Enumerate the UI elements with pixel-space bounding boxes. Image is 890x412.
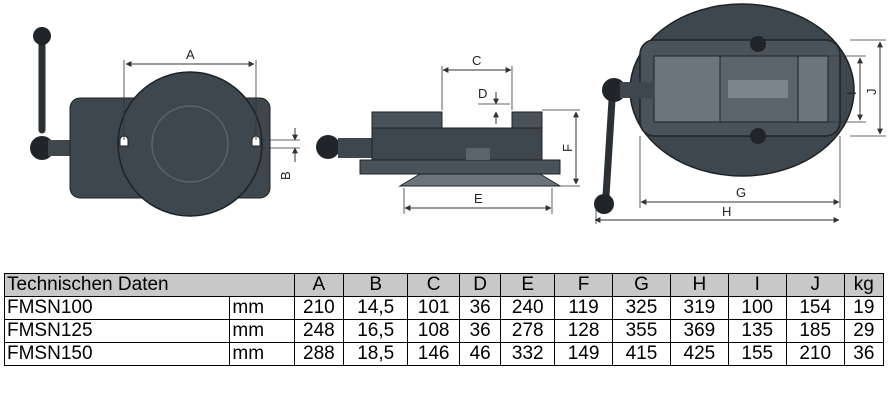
column-header: B bbox=[343, 273, 409, 297]
dimension-j: J bbox=[850, 39, 886, 137]
value-cell: 101 bbox=[407, 296, 460, 320]
value-cell: 149 bbox=[554, 342, 614, 366]
model-name: FMSN100 bbox=[3, 296, 231, 320]
model-name: FMSN150 bbox=[3, 342, 231, 366]
value-cell: 29 bbox=[843, 319, 885, 343]
value-cell: 119 bbox=[554, 296, 614, 320]
value-cell: 210 bbox=[785, 342, 845, 366]
value-cell: 135 bbox=[727, 319, 787, 343]
value-cell: 332 bbox=[500, 342, 556, 366]
dimension-f: F bbox=[542, 109, 580, 187]
model-name: FMSN125 bbox=[3, 319, 231, 343]
column-header: C bbox=[407, 273, 460, 297]
dimension-b: B bbox=[262, 128, 300, 180]
value-cell: 36 bbox=[458, 319, 502, 343]
value-cell: 128 bbox=[554, 319, 614, 343]
dimension-g: G bbox=[639, 136, 841, 208]
value-cell: 155 bbox=[727, 342, 787, 366]
value-cell: 278 bbox=[500, 319, 556, 343]
value-cell: 415 bbox=[612, 342, 671, 366]
value-cell: 369 bbox=[669, 319, 729, 343]
column-header: D bbox=[458, 273, 502, 297]
value-cell: 14,5 bbox=[343, 296, 409, 320]
value-cell: 36 bbox=[843, 342, 885, 366]
table-row: FMSN150 mm 288 18,5 146 46 332 149 415 4… bbox=[3, 342, 885, 366]
dimension-j-label: J bbox=[864, 89, 879, 96]
dimension-a: A bbox=[125, 47, 255, 67]
value-cell: 210 bbox=[293, 296, 345, 320]
unit-cell: mm bbox=[229, 319, 295, 343]
vise-side-view bbox=[316, 111, 562, 187]
value-cell: 46 bbox=[458, 342, 502, 366]
column-header: G bbox=[612, 273, 671, 297]
value-cell: 19 bbox=[843, 296, 885, 320]
dimension-i: I bbox=[828, 55, 866, 123]
column-header: I bbox=[727, 273, 787, 297]
value-cell: 355 bbox=[612, 319, 671, 343]
value-cell: 146 bbox=[407, 342, 460, 366]
value-cell: 248 bbox=[293, 319, 345, 343]
value-cell: 325 bbox=[612, 296, 671, 320]
technical-data-table: Technischen Daten A B C D E F G H I J kg… bbox=[3, 273, 885, 366]
dimension-h-label: H bbox=[722, 204, 731, 219]
value-cell: 319 bbox=[669, 296, 729, 320]
dimension-g-label: G bbox=[736, 185, 746, 200]
table-header-row: Technischen Daten A B C D E F G H I J kg bbox=[4, 273, 885, 297]
value-cell: 16,5 bbox=[343, 319, 409, 343]
value-cell: 288 bbox=[293, 342, 345, 366]
table-row: FMSN125 mm 248 16,5 108 36 278 128 355 3… bbox=[3, 319, 885, 343]
dimension-i-label: I bbox=[844, 91, 859, 95]
column-header: F bbox=[554, 273, 614, 297]
unit-cell: mm bbox=[229, 296, 295, 320]
dimension-e-label: E bbox=[474, 191, 483, 206]
table-title: Technischen Daten bbox=[4, 273, 295, 297]
dimension-d-label: D bbox=[478, 86, 487, 101]
column-header: J bbox=[785, 273, 845, 297]
dimension-c-label: C bbox=[472, 53, 481, 68]
dimension-e: E bbox=[403, 188, 553, 214]
value-cell: 240 bbox=[500, 296, 556, 320]
column-header: kg bbox=[843, 273, 885, 297]
column-header: H bbox=[669, 273, 729, 297]
vise-front-view bbox=[594, 3, 855, 214]
value-cell: 108 bbox=[407, 319, 460, 343]
vise-top-view bbox=[30, 27, 271, 217]
dimension-d: D bbox=[478, 86, 510, 124]
dimension-c: C bbox=[441, 53, 513, 110]
dimension-h: H bbox=[594, 204, 840, 224]
dimension-f-label: F bbox=[560, 144, 575, 152]
table-row: FMSN100 mm 210 14,5 101 36 240 119 325 3… bbox=[3, 296, 885, 320]
value-cell: 18,5 bbox=[343, 342, 409, 366]
value-cell: 154 bbox=[785, 296, 845, 320]
unit-cell: mm bbox=[229, 342, 295, 366]
value-cell: 185 bbox=[785, 319, 845, 343]
technical-drawings: A B C D F bbox=[30, 3, 886, 224]
dimension-a-label: A bbox=[186, 47, 195, 62]
value-cell: 425 bbox=[669, 342, 729, 366]
dimension-b-label: B bbox=[278, 171, 293, 180]
value-cell: 36 bbox=[458, 296, 502, 320]
value-cell: 100 bbox=[727, 296, 787, 320]
column-header: E bbox=[500, 273, 556, 297]
column-header: A bbox=[293, 273, 345, 297]
